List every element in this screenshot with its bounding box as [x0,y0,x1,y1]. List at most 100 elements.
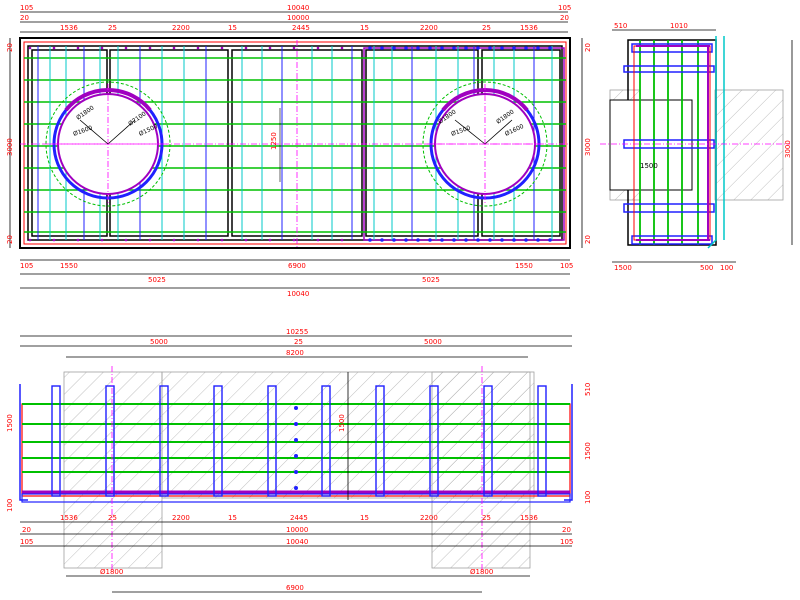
plan-left-dim-3000: 3000 [6,138,14,156]
section-inner-label: 1500 [640,162,658,170]
elevation-pile-left: Ø1800 [100,568,123,576]
elevation-inner-span: 8200 [286,349,304,357]
plan-dim-overall-inner: 10000 [287,14,309,22]
elevation-segment-dim: 1536 [60,514,78,522]
elevation-rebar-dot [294,438,298,442]
section-purple-cage [636,45,710,241]
elevation-stirrup [375,385,385,497]
plan-rebar-dot [488,46,492,50]
section-dim-100: 100 [720,264,733,272]
elevation-bottom-left-20: 20 [22,526,31,534]
plan-center-dim: 1250 [270,132,278,150]
plan-rebar-dot [368,46,372,50]
plan-rebar-dot [440,238,444,242]
plan-rebar-dot [100,238,104,242]
plan-rebar-dot [28,46,32,50]
plan-rebar-dot [416,46,420,50]
plan-segment-dim: 15 [228,24,237,32]
elevation-rebar-dot [294,422,298,426]
plan-rebar-dot [404,238,408,242]
elevation-top-overall: 10255 [286,328,308,336]
elevation-hatch-left [63,371,163,569]
plan-rebar-dot [52,238,56,242]
elevation-top-dim-lines [20,335,572,358]
elevation-segment-dim: 2445 [290,514,308,522]
plan-rebar-dot [76,46,80,50]
elevation-pile-span: 6900 [286,584,304,592]
plan-total: 10040 [287,290,309,298]
plan-rebar-dot [316,238,320,242]
plan-rebar-dot [172,238,176,242]
plan-rebar-dot [512,46,516,50]
elevation-segment-dim: 2200 [172,514,190,522]
plan-rebar-dot [196,238,200,242]
elevation-rebar-dots [294,406,298,490]
plan-rebar-dot [392,238,396,242]
elevation-stirrup [537,385,547,497]
elevation-stirrup [51,385,61,497]
plan-bottom-dimension-lines [20,259,570,289]
section-inner-box [609,99,693,191]
plan-view: 105 10040 105 20 10000 20 1536 25 2200 15 24… [6,4,592,298]
plan-bottom-1550-right: 1550 [515,262,533,270]
plan-segment-dim: 2200 [172,24,190,32]
plan-rebar-dot [380,46,384,50]
elevation-bottom-10000: 10000 [286,526,308,534]
plan-rebar-dot [52,46,56,50]
plan-left-dim-20b: 20 [6,235,14,244]
plan-rebar-dot [512,238,516,242]
plan-rebar-dot [28,238,32,242]
plan-dim-right-20: 20 [560,14,569,22]
elevation-bottom-right-105: 105 [560,538,573,546]
elevation-bottom-dim-lines [20,521,572,593]
section-dim-right: 3000 [784,140,792,158]
elevation-right-dim-510: 510 [584,383,592,396]
plan-outer-frame [19,37,571,249]
plan-rebar-dot [464,46,468,50]
elevation-segment-dim: 25 [108,514,117,522]
plan-segment-dim: 2445 [292,24,310,32]
plan-rebar-dot [488,238,492,242]
plan-dim-left-105: 105 [20,4,33,12]
plan-rebar-dot [536,46,540,50]
plan-rebar-dot [148,46,152,50]
plan-right-dim-20: 20 [584,43,592,52]
plan-segment-dim: 25 [108,24,117,32]
plan-top-dimensions [20,11,568,33]
section-dim-500: 500 [700,264,713,272]
plan-half-right: 5025 [422,276,440,284]
plan-segment-dim: 2200 [420,24,438,32]
elevation-left-dim-1500: 1500 [6,414,14,432]
elevation-segment-dim: 15 [360,514,369,522]
plan-rebar-dot [268,238,272,242]
elevation-stirrup [105,385,115,497]
elevation-rebar-dot [294,454,298,458]
plan-rebar-dot [428,238,432,242]
plan-rebar-dot [548,238,552,242]
elevation-stirrup [321,385,331,497]
plan-segment-dim: 1536 [60,24,78,32]
elevation-right-dim-1500: 1500 [584,442,592,460]
elevation-rebar-dot [294,486,298,490]
plan-rebar-dot [148,238,152,242]
plan-rebar-dot [340,46,344,50]
plan-rebar-dot [428,46,432,50]
plan-rebar-dot [500,238,504,242]
plan-left-dim-20: 20 [6,43,14,52]
plan-dim-right-105: 105 [558,4,571,12]
plan-rebar-dot [340,238,344,242]
plan-rebar-dot [124,238,128,242]
elevation-rebar-dot [294,470,298,474]
elevation-bottom-10040: 10040 [286,538,308,546]
plan-segment-dim: 25 [482,24,491,32]
section-dim-510: 510 [614,22,627,30]
plan-rebar-dot [124,46,128,50]
plan-right-dim-3000: 3000 [584,138,592,156]
plan-rebar-dot [392,46,396,50]
elevation-top-seg-mid: 25 [294,338,303,346]
plan-rebar-dot [76,238,80,242]
plan-rebar-dot [292,46,296,50]
